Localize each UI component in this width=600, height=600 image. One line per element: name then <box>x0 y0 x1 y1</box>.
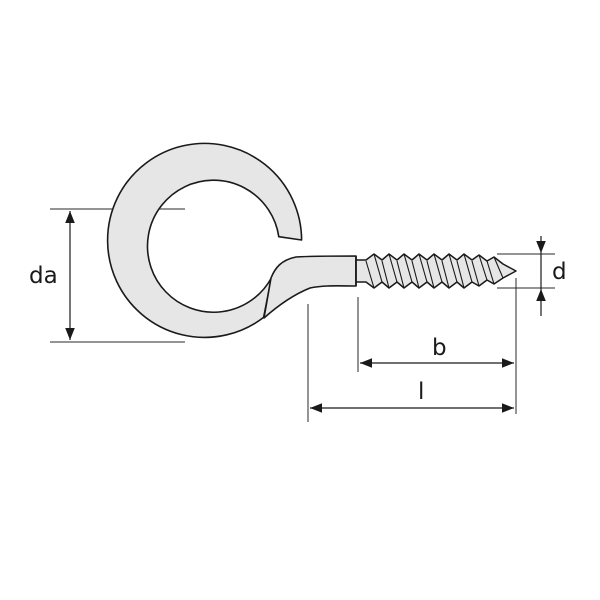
screw-neck <box>263 255 357 319</box>
thread-crests <box>365 253 504 289</box>
label-da: da <box>29 263 58 289</box>
label-l: l <box>418 379 424 405</box>
eye-ring <box>106 142 303 339</box>
label-d: d <box>552 259 567 285</box>
extension-lines <box>50 208 555 422</box>
label-b: b <box>432 335 447 361</box>
